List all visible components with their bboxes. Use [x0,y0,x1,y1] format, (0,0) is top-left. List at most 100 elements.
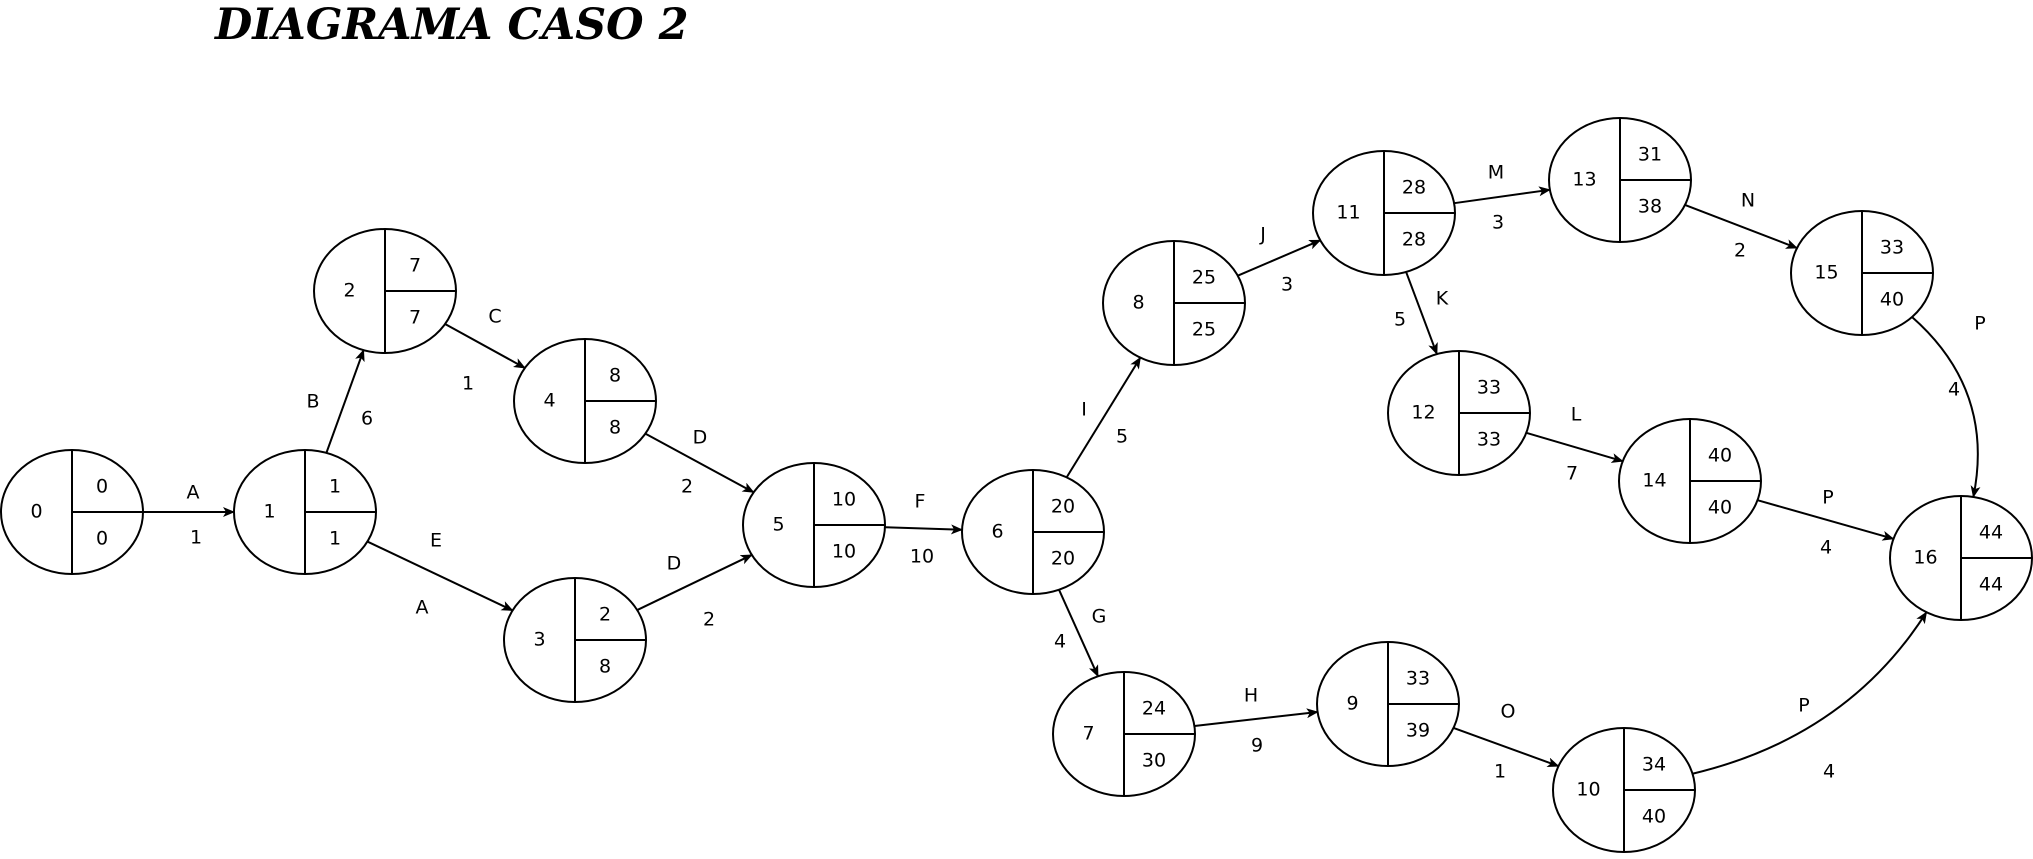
edge-arrow [1453,186,1551,205]
node-id: 8 [1132,292,1144,314]
node-id: 3 [533,629,545,651]
edge-duration-label: A [416,597,429,619]
edge-activity-label: B [306,391,319,413]
node-late-time: 44 [1979,574,2003,596]
edge-duration-label: 7 [1566,463,1578,485]
edge-duration-label: 3 [1281,274,1293,296]
edge-4-5: D2 [644,427,755,498]
node-id: 4 [543,390,555,412]
edge-5-6: F 10 [884,491,964,568]
edge-10-16: P4 [1692,611,1928,783]
edge-activity-label: K [1436,288,1449,310]
edge-duration-label: 3 [1492,212,1504,234]
node-late-time: 8 [599,656,611,678]
edge-activity-label: E [430,530,442,552]
node-id: 1 [263,501,275,523]
node-late-time: 38 [1638,196,1662,218]
node-early-time: 7 [409,255,421,277]
node-id: 13 [1572,169,1596,191]
edge-arrow [1757,499,1895,541]
edge-duration-label: 10 [910,546,934,568]
edge-arrow [325,349,365,454]
node-id: 16 [1913,547,1937,569]
node-late-time: 0 [96,528,108,550]
node-id: 9 [1346,693,1358,715]
edge-duration-label: 4 [1823,761,1835,783]
edge-activity-label: L [1571,404,1582,426]
edge-duration-label: 2 [703,609,715,631]
edge-duration-label: 9 [1251,735,1263,757]
edge-arrow [1237,239,1322,277]
edge-11-12: K5 [1394,271,1449,356]
edge-arrow [366,540,514,612]
edge-arrow [884,524,964,535]
edge-7-9: H9 [1194,685,1319,757]
edge-activity-label: H [1244,685,1258,707]
node-late-time: 10 [832,541,856,563]
node-id: 12 [1411,402,1435,424]
edge-duration-label: 2 [681,476,693,498]
edge-arrow [1065,356,1142,478]
edge-3-5: D2 [636,553,753,631]
node-id: 10 [1576,779,1600,801]
node-3: 3 2 8 [503,577,647,703]
edge-0-1: A1 [143,482,235,549]
edge-duration-label: 4 [1948,379,1960,401]
edge-activity-label: F [915,491,926,513]
edge-arrow [1684,204,1798,249]
node-id: 0 [30,501,42,523]
node-late-time: 8 [609,417,621,439]
node-early-time: 33 [1880,237,1904,259]
node-2: 2 7 7 [313,228,457,354]
node-early-time: 1 [329,476,341,498]
edge-12-14: L7 [1525,404,1624,485]
node-late-time: 1 [329,528,341,550]
node-early-time: 28 [1402,177,1426,199]
edge-15-16: P4 [1911,313,1986,498]
node-late-time: 20 [1051,548,1075,570]
edge-duration-label: 4 [1820,537,1832,559]
edge-activity-label: O [1501,701,1516,723]
edge-2-4: C1 [444,306,526,395]
node-early-time: 2 [599,604,611,626]
node-id: 15 [1814,262,1838,284]
edge-duration-label: 1 [190,527,202,549]
node-id: 7 [1082,723,1094,745]
edge-11-13: M3 [1453,162,1551,234]
node-0: 0 0 0 [0,449,144,575]
edge-activity-label: D [693,427,708,449]
node-late-time: 7 [409,307,421,329]
node-early-time: 0 [96,476,108,498]
node-id: 2 [343,280,355,302]
node-1: 1 1 1 [233,449,377,575]
edge-1-3: EA [366,530,514,619]
edge-arrow [1194,708,1319,727]
node-4: 488 [513,338,657,464]
node-early-time: 31 [1638,144,1662,166]
node-early-time: 20 [1051,496,1075,518]
edge-arrow [1453,726,1560,768]
edge-9-10: O1 [1453,701,1560,783]
edge-activity-label: J [1259,224,1266,246]
edge-duration-label: 6 [361,408,373,430]
edge-duration-label: 4 [1054,631,1066,653]
node-id: 5 [772,514,784,536]
edge-activity-label: I [1081,399,1087,421]
node-late-time: 25 [1192,319,1216,341]
node-early-time: 34 [1642,754,1666,776]
edge-6-7: G4 [1054,589,1106,678]
nodes-layer: 0001112773284885101062020724308252593339… [0,117,2033,853]
node-early-time: 40 [1708,445,1732,467]
edge-activity-label: C [488,306,501,328]
node-early-time: 10 [832,489,856,511]
node-late-time: 40 [1708,497,1732,519]
edge-duration-label: 2 [1734,240,1746,262]
